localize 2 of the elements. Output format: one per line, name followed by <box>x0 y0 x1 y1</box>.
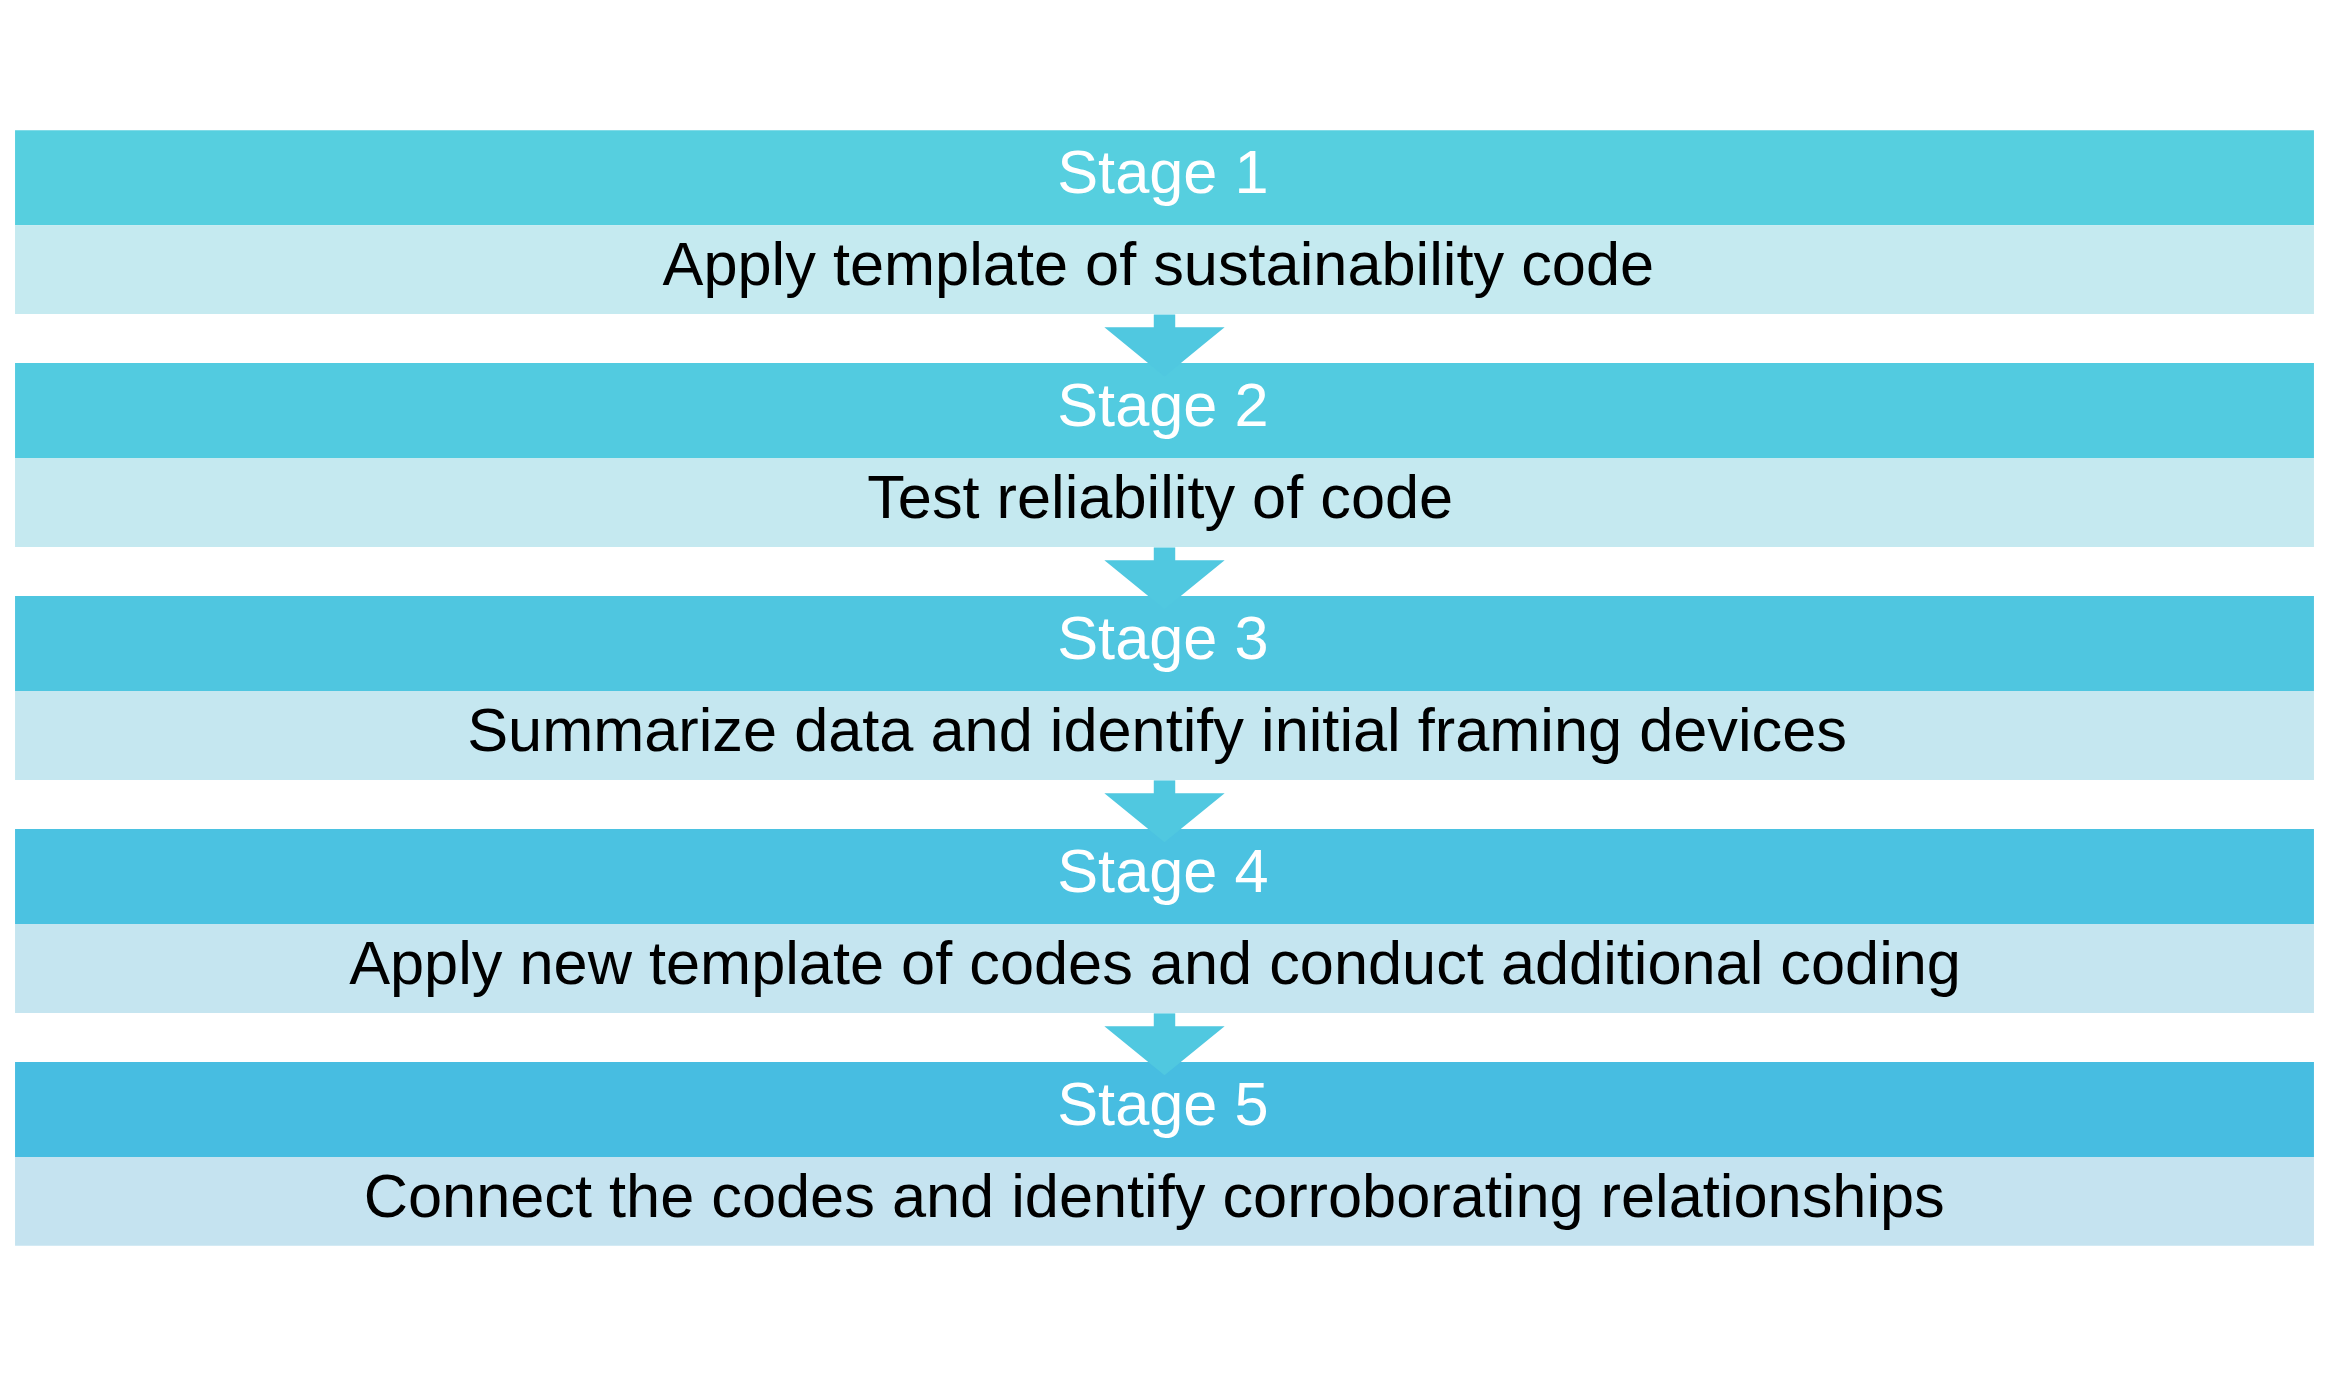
arrow <box>1104 1013 1225 1076</box>
arrow <box>1104 780 1225 843</box>
